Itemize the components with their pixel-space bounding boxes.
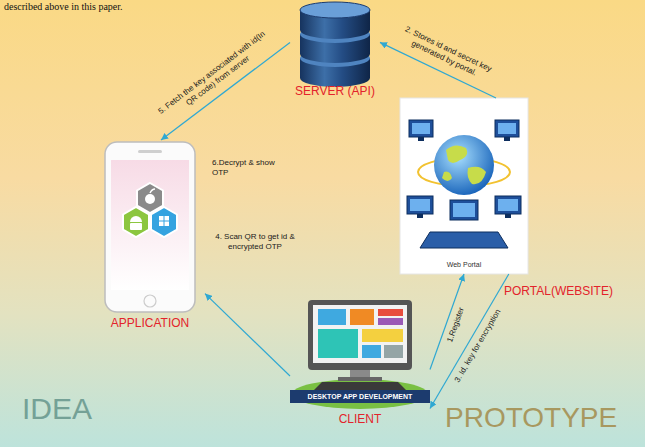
portal-icon-part: [498, 199, 518, 211]
head-text: APPLICATION: [111, 316, 189, 331]
page-text: described above in this paper.: [4, 1, 123, 12]
phone-icon-part: [111, 160, 189, 290]
desktop-icon-part: [308, 300, 412, 370]
edge-label: 1.Register: [442, 295, 472, 355]
desktop-icon-part: [314, 382, 406, 390]
desktop-icon-part: [350, 370, 370, 378]
database-icon: [300, 2, 370, 87]
portal-icon-part: [468, 167, 487, 185]
connector-group: [161, 42, 509, 408]
phone-icon-part: [130, 223, 142, 230]
phone-icon-part: [151, 207, 177, 237]
server-database: SERVER (API): [290, 4, 380, 100]
phone-icon-part: [138, 150, 162, 153]
portal-icon-part: [504, 137, 510, 141]
portal-icon-part: [417, 214, 423, 218]
phone-icon-part: [144, 295, 156, 307]
desktop-icon-part: [362, 345, 381, 358]
phone-icon-part: [159, 216, 164, 221]
step-note: 6.Decrypt & show OTP: [212, 158, 282, 178]
portal-icon-part: [453, 203, 475, 217]
watermark: PROTOTYPE: [445, 402, 617, 434]
edge-label: 4. Scan QR to get id & encrypted OTP: [212, 232, 298, 252]
phone-icon-part: [165, 216, 170, 221]
portal-icon: [400, 98, 528, 274]
desktop-icon-part: [318, 329, 358, 358]
phone-icon: [105, 142, 195, 312]
phone-icon-part: [137, 183, 163, 213]
desktop-icon-part: [378, 309, 403, 316]
portal-icon-part: [434, 135, 494, 195]
inner-text: Web Portal: [447, 260, 482, 269]
desktop-icon-part: [378, 318, 403, 325]
connector-arrow: [430, 274, 509, 409]
outside-text: PORTAL(WEBSITE): [504, 284, 613, 299]
desktop-icon-part: [384, 345, 403, 358]
mobile-application: APPLICATION: [95, 140, 205, 332]
portal-icon-part: [418, 137, 424, 141]
connector-arrow: [205, 294, 290, 376]
desktop-icon-part: [318, 309, 346, 325]
portal-icon-part: [420, 232, 508, 248]
phone-icon-part: [165, 222, 170, 227]
phone-icon-part: [123, 207, 149, 237]
desktop-icon-part: [338, 377, 382, 381]
edge-label: 3. Id, key for encryption: [441, 288, 515, 405]
edge-label: 5. Fetch the key associated with id(In Q…: [153, 27, 277, 127]
phone-icon-part: [130, 216, 142, 222]
edge-label: 2. Stores id and secret key generated by…: [385, 18, 506, 90]
portal-icon-part: [450, 200, 478, 220]
portal-icon-part: [442, 172, 452, 181]
portal-icon-part: [446, 145, 467, 163]
desktop-icon-part: [313, 305, 407, 363]
database-icon-part: [300, 2, 370, 18]
desktop-client: DESKTOP APP DEVELOPMENT CLIENT: [290, 298, 430, 428]
banner-text: DESKTOP APP DEVELOPMENT: [290, 390, 430, 403]
portal-icon-part: [409, 120, 433, 137]
portal-icon-part: [495, 196, 521, 214]
web-portal: Web PortalPORTAL(WEBSITE): [400, 98, 528, 274]
phone-icon-part: [150, 189, 155, 193]
portal-icon-part: [407, 196, 433, 214]
portal-icon-part: [400, 98, 528, 274]
desktop-icon-part: [362, 329, 403, 342]
phone-icon-part: [159, 222, 164, 227]
portal-icon-part: [412, 123, 430, 134]
head-text: SERVER (API): [295, 84, 375, 99]
portal-icon-part: [495, 120, 519, 137]
phone-icon-part: [145, 194, 155, 204]
desktop-icon-part: [350, 309, 374, 325]
portal-icon-part: [505, 214, 511, 218]
head-text: CLIENT: [339, 412, 382, 427]
watermark: IDEA: [22, 392, 92, 426]
portal-icon-part: [410, 199, 430, 211]
phone-icon-part: [105, 142, 195, 312]
portal-icon-part: [498, 123, 516, 134]
